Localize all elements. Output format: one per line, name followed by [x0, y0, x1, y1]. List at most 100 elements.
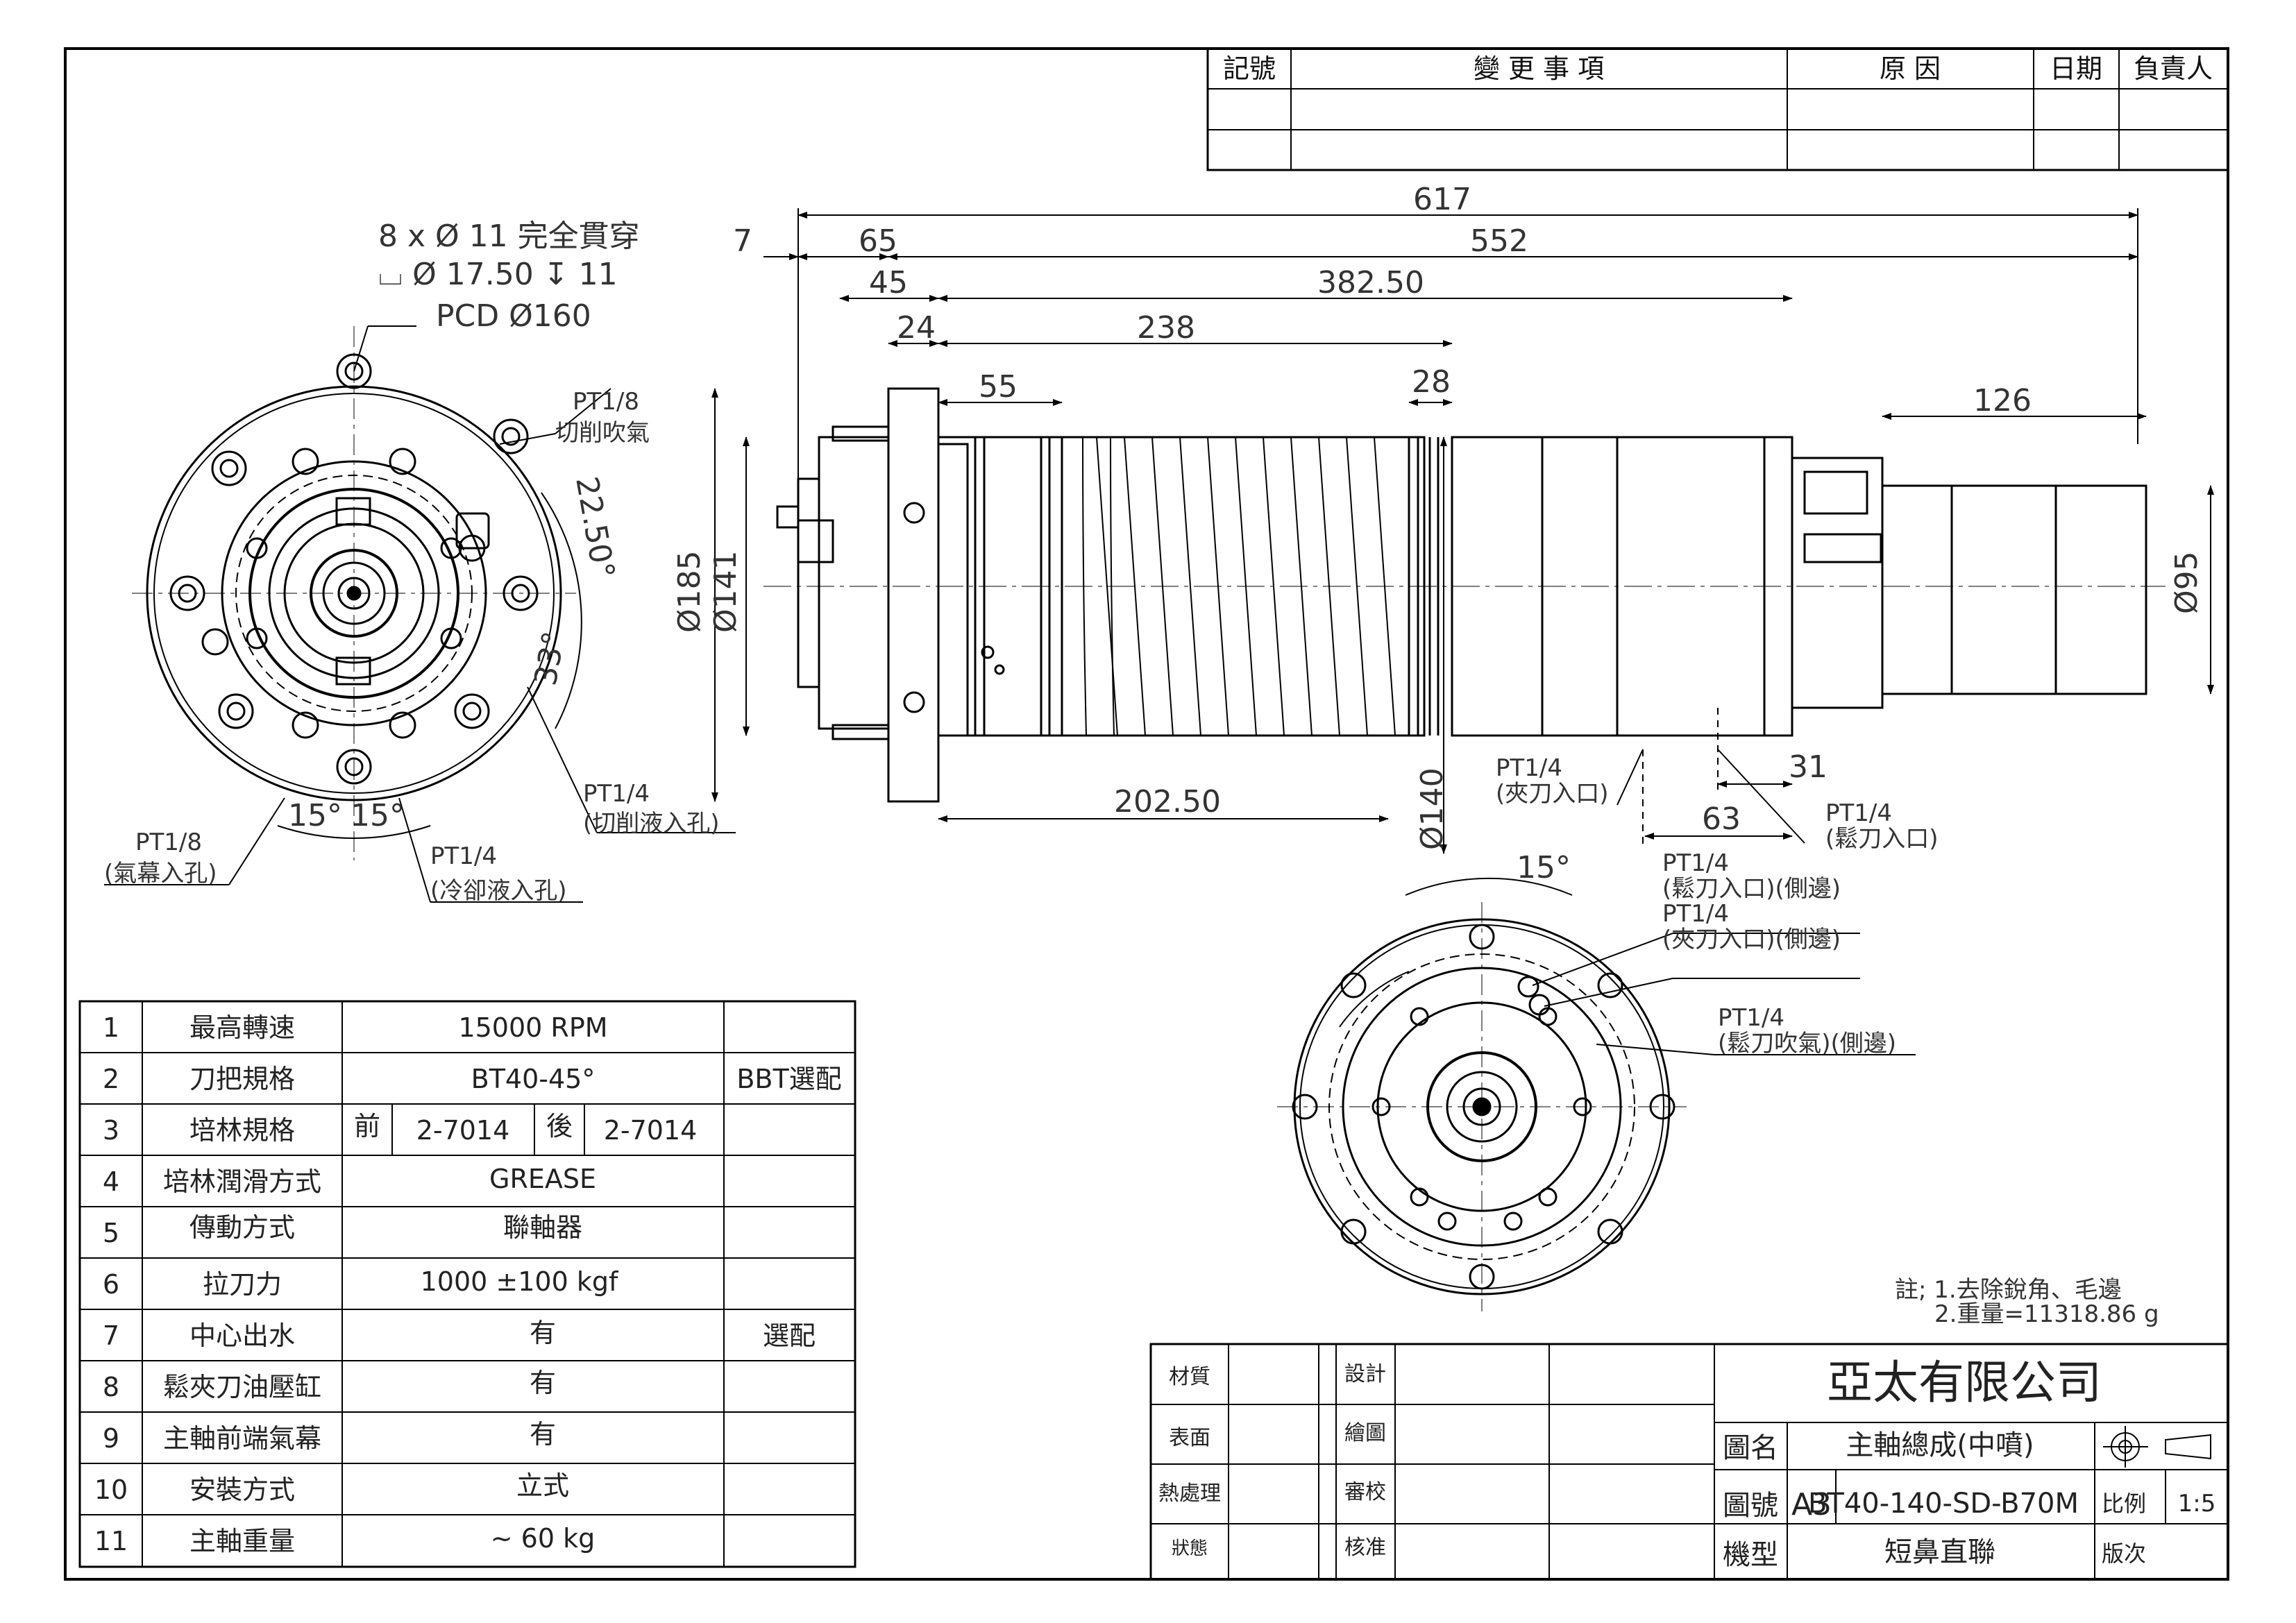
release-desc: (鬆刀入口) [1825, 825, 1939, 853]
side-dims [711, 208, 2214, 854]
dim-382: 382.50 [1317, 265, 1424, 300]
blow-side-port: PT1/4 [1718, 1004, 1784, 1032]
sheet-size: A3 [1791, 1487, 1832, 1522]
spec-item-7: 中心出水 [189, 1320, 295, 1351]
release-side-port: PT1/4 [1662, 849, 1729, 877]
spec-no-1: 1 [103, 1012, 119, 1043]
spec-no-5: 5 [103, 1218, 119, 1248]
label-drawing-name: 圖名 [1723, 1432, 1778, 1464]
spec-no-6: 6 [103, 1269, 119, 1300]
model-value: 短鼻直聯 [1884, 1536, 1995, 1568]
hole-note-line1: 8 x Ø 11 完全貫穿 [378, 219, 640, 254]
blow-side-desc: (鬆刀吹氣)(側邊) [1718, 1030, 1896, 1057]
coolant-port: PT1/4 [430, 842, 497, 870]
angle-15b-label: 15° [351, 798, 405, 833]
air-curtain-port: PT1/8 [135, 829, 202, 856]
spec-remark-7: 選配 [763, 1320, 816, 1351]
spec-no-11: 11 [94, 1526, 128, 1556]
spec-value-9: 有 [530, 1419, 556, 1450]
label-drawing-number: 圖號 [1723, 1490, 1778, 1522]
angle-15a-label: 15° [288, 798, 342, 833]
dim-dia141: Ø141 [708, 550, 743, 633]
spec-item-2: 刀把規格 [189, 1064, 295, 1094]
scale-value: 1:5 [2178, 1490, 2216, 1518]
rear-view-labels: 15° PT1/4 (鬆刀入口)(側邊) PT1/4 (夾刀入口)(側邊) PT… [1517, 849, 1896, 1057]
dim-552: 552 [1470, 223, 1528, 259]
note-line2: 2.重量=11318.86 g [1934, 1300, 2159, 1328]
label-approved: 核准 [1344, 1536, 1386, 1560]
spec-no-9: 9 [103, 1423, 119, 1454]
spec-value-4: GREASE [489, 1164, 596, 1194]
spec-value-2: BT40-45° [471, 1064, 596, 1094]
spec-no-4: 4 [103, 1166, 119, 1197]
drawing-name: 主軸總成(中噴) [1846, 1429, 2034, 1461]
dim-dia140: Ø140 [1415, 767, 1450, 850]
spec-front-value: 2-7014 [416, 1115, 510, 1146]
hole-note: 8 x Ø 11 完全貫穿 ⌴ Ø 17.50 ↧ 11 PCD Ø160 [378, 219, 640, 334]
angle-22-label: 22.50° [568, 474, 621, 581]
company-name: 亞太有限公司 [1827, 1356, 2102, 1409]
rev-header-owner: 負責人 [2134, 53, 2213, 84]
dim-65: 65 [859, 223, 897, 259]
spec-value-11: ~ 60 kg [491, 1523, 595, 1554]
rev-header-mark: 記號 [1223, 53, 1276, 84]
spec-value-7: 有 [530, 1318, 556, 1348]
label-status: 狀態 [1172, 1538, 1208, 1559]
dim-7: 7 [733, 223, 752, 259]
dim-238: 238 [1137, 310, 1195, 346]
dim-126: 126 [1973, 383, 2032, 418]
side-view [763, 387, 2166, 803]
dim-202: 202.50 [1114, 784, 1221, 819]
spec-no-2: 2 [103, 1064, 119, 1094]
spec-table: 1 最高轉速 15000 RPM 2 刀把規格 BT40-45° BBT選配 3… [78, 1000, 856, 1568]
hole-note-line2: ⌴ Ø 17.50 ↧ 11 [378, 257, 618, 292]
dim-63: 63 [1702, 801, 1741, 837]
rev-header-change: 變 更 事 項 [1474, 53, 1604, 84]
dim-dia95: Ø95 [2169, 551, 2204, 614]
spec-value-6: 1000 ±100 kgf [421, 1266, 619, 1297]
cut-fluid-port: PT1/4 [583, 780, 650, 808]
spec-rear-value: 2-7014 [604, 1115, 698, 1146]
label-scale: 比例 [2102, 1490, 2146, 1517]
dim-45: 45 [869, 265, 908, 300]
hole-note-line3: PCD Ø160 [436, 298, 591, 334]
spec-item-11: 主軸重量 [189, 1526, 295, 1556]
spec-remark-2: BBT選配 [736, 1064, 841, 1094]
angle-33-label: 33° [528, 629, 573, 688]
spec-no-8: 8 [103, 1372, 119, 1402]
dim-24: 24 [897, 310, 936, 346]
label-design: 設計 [1344, 1362, 1386, 1386]
label-surface: 表面 [1169, 1426, 1210, 1450]
spec-front-label: 前 [354, 1111, 380, 1141]
rear-view [1277, 877, 1916, 1311]
spec-item-6: 拉刀力 [203, 1269, 282, 1300]
label-heat-treatment: 熱處理 [1158, 1481, 1221, 1506]
clamp-port: PT1/4 [1496, 754, 1562, 782]
clamp-desc: (夾刀入口) [1496, 780, 1609, 808]
spec-item-1: 最高轉速 [189, 1012, 295, 1043]
revision-table: 記號 變 更 事 項 原 因 日期 負責人 [1206, 47, 2229, 171]
note-line1: 註; 1.去除銳角、毛邊 [1895, 1276, 2122, 1304]
label-model: 機型 [1723, 1539, 1778, 1571]
sheet-border [64, 47, 2229, 1581]
dim-31: 31 [1789, 749, 1827, 785]
projection-symbol [2103, 1426, 2211, 1468]
cut-air-desc: 切削吹氣 [555, 419, 650, 447]
angle-15c-label: 15° [1517, 850, 1571, 885]
front-view [104, 325, 736, 903]
label-checked: 審校 [1344, 1480, 1386, 1504]
front-view-labels: PT1/8 切削吹氣 22.50° 33° PT1/4 (切削液入孔) 15° … [104, 388, 720, 905]
dim-617: 617 [1413, 182, 1471, 217]
title-block: 材質 表面 熱處理 狀態 設計 繪圖 審校 核准 亞太有限公司 圖名 主軸總成(… [1149, 1343, 2229, 1581]
cut-fluid-desc: (切削液入孔) [583, 810, 720, 838]
spec-value-1: 15000 RPM [458, 1012, 607, 1043]
label-material: 材質 [1169, 1365, 1210, 1389]
air-curtain-desc: (氣幕入孔) [104, 860, 217, 887]
spec-item-8: 鬆夾刀油壓缸 [163, 1372, 321, 1402]
drawing-number: BT40-140-SD-B70M [1808, 1488, 2079, 1520]
spec-item-9: 主軸前端氣幕 [163, 1423, 321, 1454]
dim-28: 28 [1412, 364, 1451, 400]
spec-no-7: 7 [103, 1320, 119, 1351]
side-dim-labels: 617 552 7 65 45 382.50 24 238 55 28 126 … [672, 182, 2204, 853]
